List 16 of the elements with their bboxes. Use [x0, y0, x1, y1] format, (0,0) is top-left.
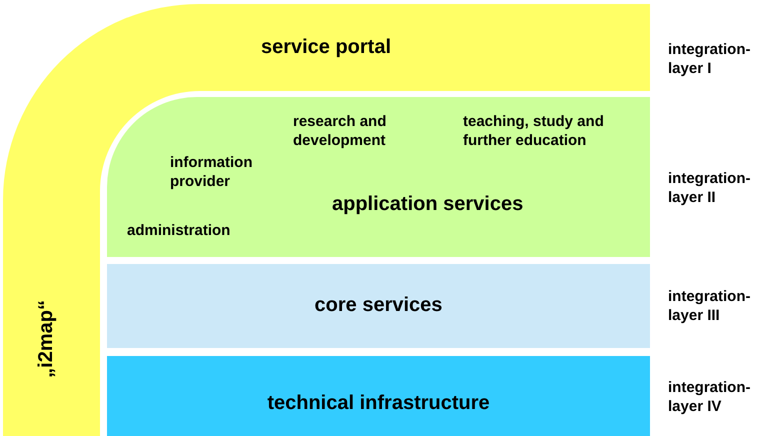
layer-caption: integration-layer I	[668, 40, 752, 78]
topic-label: information provider	[170, 153, 254, 191]
topic-label: research and development	[293, 112, 388, 150]
layer-title: technical infrastructure	[266, 392, 491, 415]
layer-title: core services	[314, 294, 444, 317]
topic-label: teaching, study and further education	[463, 112, 605, 150]
layer-panel	[107, 356, 650, 436]
layer-caption: integration-layer II	[668, 169, 752, 207]
band-title: service portal	[260, 36, 392, 59]
layer-panel	[107, 97, 650, 257]
vertical-label: „i2map“	[35, 300, 58, 378]
layer-title: application services	[332, 193, 524, 216]
layer-panel	[107, 264, 650, 348]
topic-label: administration	[127, 221, 230, 240]
layer-caption: integration-layer III	[668, 287, 752, 325]
layer-caption: integration-layer IV	[668, 378, 752, 416]
